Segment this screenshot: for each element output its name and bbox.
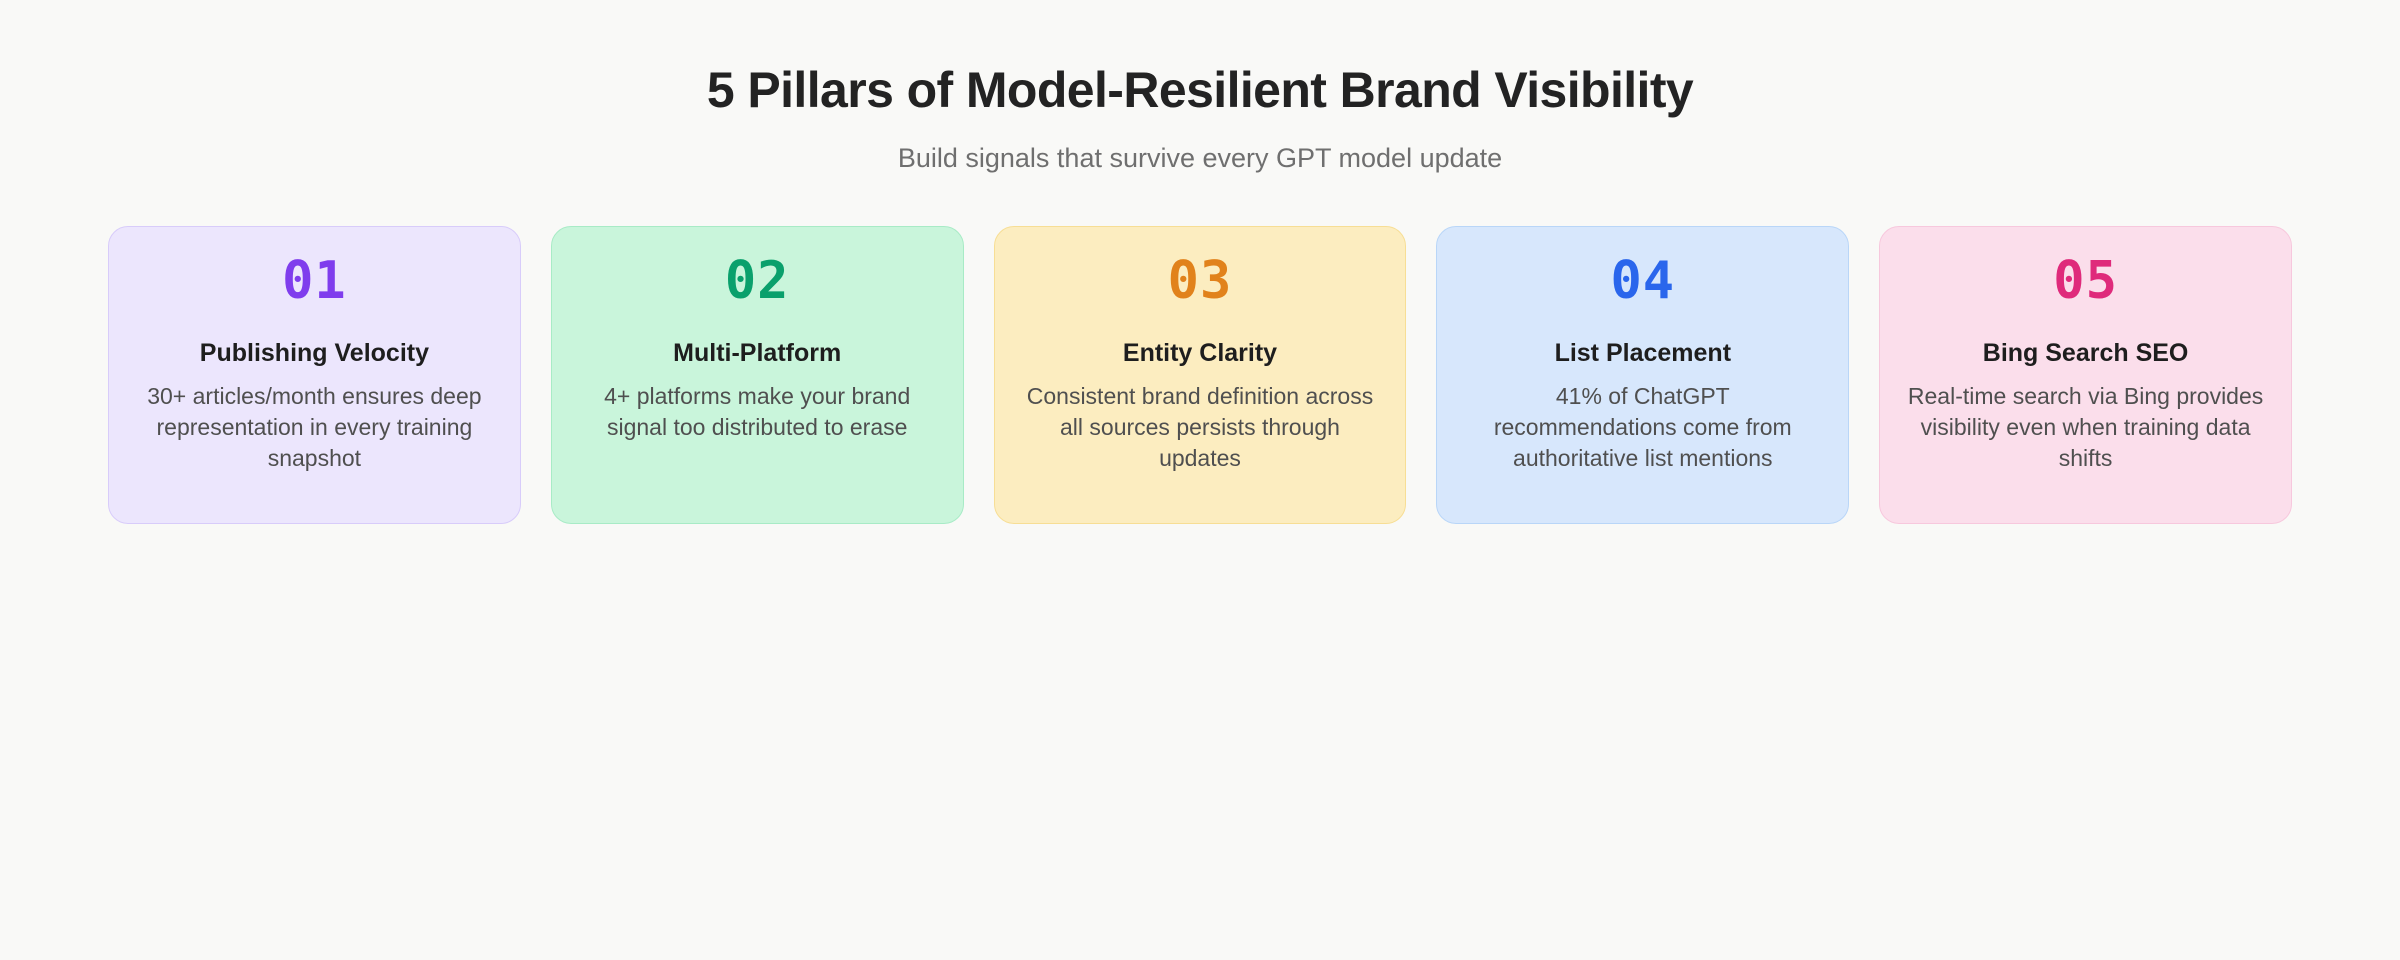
- pillar-description-3: Consistent brand definition across all s…: [1026, 383, 1374, 471]
- pillar-number-2: 02: [724, 251, 790, 312]
- pillar-number-5: 05: [2053, 251, 2118, 312]
- pillar-card-3: 03 Entity Clarity Consistent brand defin…: [993, 226, 1407, 525]
- pillar-title-5: Bing Search SEO: [1982, 339, 2189, 368]
- page-subtitle: Build signals that survive every GPT mod…: [897, 143, 1503, 173]
- pillar-card-4: 04 List Placement 41% of ChatGPT recomme…: [1436, 226, 1850, 525]
- pillar-title-2: Multi-Platform: [673, 339, 842, 368]
- pillar-title-4: List Placement: [1554, 339, 1732, 368]
- pillar-description-5: Real-time search via Bing provides visib…: [1907, 383, 2264, 471]
- pillar-description-4: 41% of ChatGPT recommendations come from…: [1493, 383, 1792, 471]
- pillar-number-1: 01: [282, 251, 347, 312]
- pillar-title-1: Publishing Velocity: [199, 339, 429, 368]
- page-header: 5 Pillars of Model-Resilient Brand Visib…: [0, 0, 2400, 174]
- pillar-number-4: 04: [1610, 251, 1676, 312]
- pillar-card-2: 02 Multi-Platform 4+ platforms make your…: [550, 226, 964, 525]
- pillar-title-3: Entity Clarity: [1122, 339, 1278, 368]
- pillar-description-1: 30+ articles/month ensures deep represen…: [147, 383, 482, 471]
- pillar-card-5: 05 Bing Search SEO Real-time search via …: [1879, 226, 2292, 525]
- page-title: 5 Pillars of Model-Resilient Brand Visib…: [706, 62, 1694, 118]
- pillar-card-grid: 01 Publishing Velocity 30+ articles/mont…: [0, 226, 2400, 525]
- pillar-number-3: 03: [1167, 251, 1233, 312]
- pillar-description-2: 4+ platforms make your brand signal too …: [604, 383, 911, 440]
- pillar-card-1: 01 Publishing Velocity 30+ articles/mont…: [108, 226, 521, 525]
